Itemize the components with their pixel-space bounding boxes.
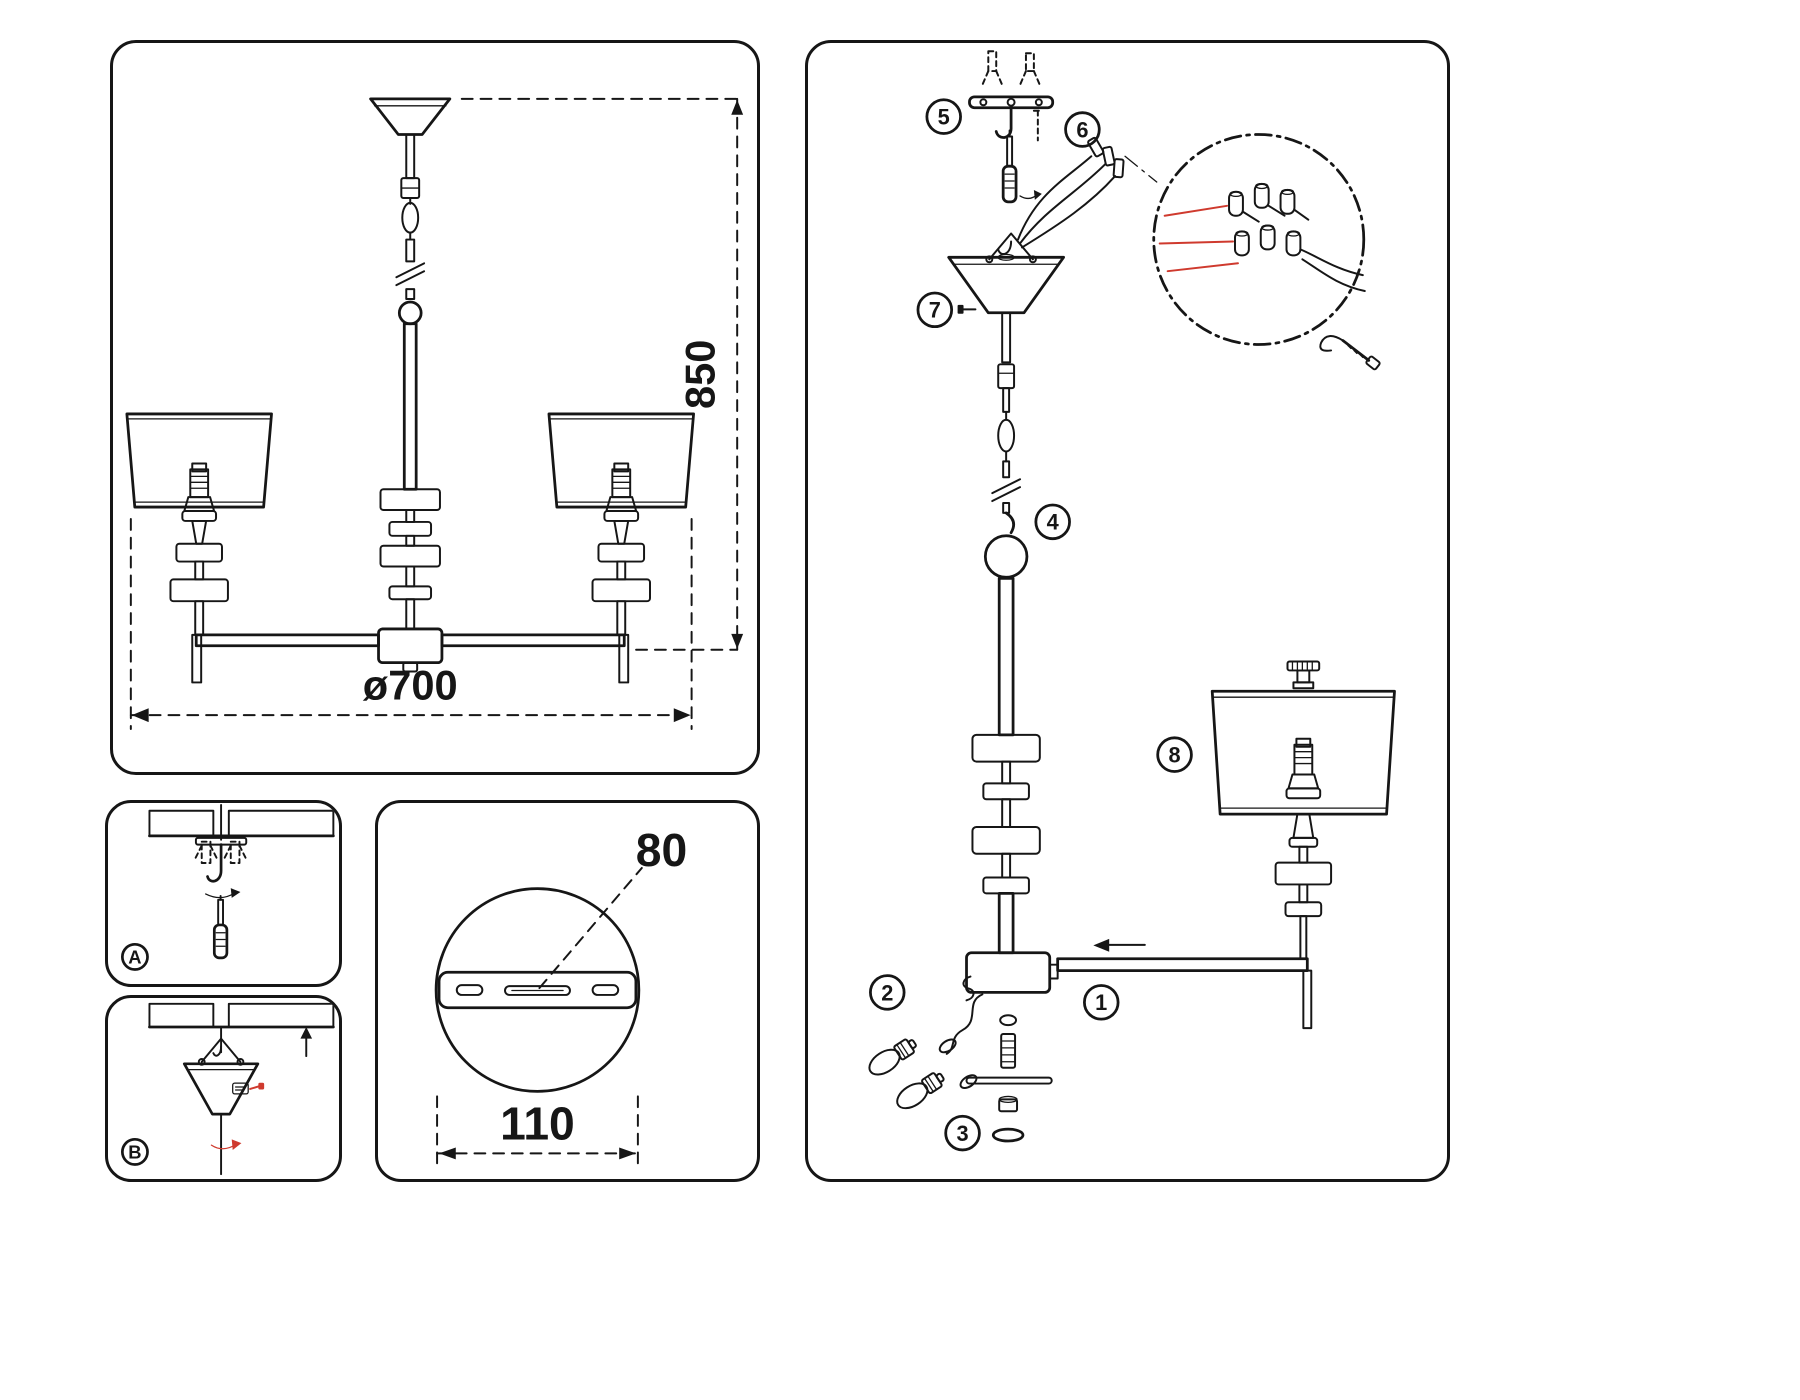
- lamp-shade: [1210, 689, 1396, 816]
- step-6-label: 6: [1076, 117, 1088, 142]
- column-drawing: [971, 576, 1041, 955]
- break-symbol: [991, 478, 1021, 503]
- cable-tie-icon: [1319, 335, 1381, 371]
- bulb-icon: [868, 1038, 917, 1076]
- diameter-dimension-label: ø700: [363, 661, 458, 708]
- step-badge-4: 4: [1034, 503, 1071, 541]
- arm-rod: [1056, 957, 1309, 973]
- canopy-drawing: [182, 1062, 260, 1116]
- junction-box: [965, 951, 1052, 994]
- step-badge-2: 2: [869, 974, 906, 1011]
- step-b-badge: B: [120, 1137, 149, 1166]
- ceiling-hardware-drawing: [968, 50, 1055, 204]
- lamp-left: [125, 412, 273, 636]
- hanging-ring: [983, 534, 1029, 579]
- wire-pointer-lines: [1158, 204, 1239, 273]
- chandelier-drawing: [125, 97, 695, 684]
- arm-left: [194, 633, 380, 648]
- step-3-label: 3: [956, 1121, 968, 1146]
- assembly-panel: 5 6 7 4 8 1 2 3: [805, 40, 1450, 1182]
- step-a-label: A: [128, 947, 141, 968]
- step-badge-3: 3: [944, 1114, 981, 1152]
- insert-arrow-icon: [1093, 938, 1146, 952]
- s-hook-icon: [962, 975, 975, 1002]
- screwdriver-icon: [212, 894, 229, 960]
- step-2-label: 2: [881, 980, 893, 1005]
- step-a-drawing: A: [120, 803, 335, 971]
- detail-circle: [434, 887, 641, 1093]
- canopy-drawing: [369, 97, 452, 136]
- terminal-block-drawing: [1228, 182, 1366, 292]
- slot-dimension-label: 80: [636, 824, 687, 876]
- screwdriver-icon: [1001, 129, 1018, 204]
- step-b-panel: B: [105, 995, 342, 1182]
- ceiling-drawing: [148, 1002, 335, 1029]
- assembly-drawing: 5 6 7 4 8 1 2 3: [868, 50, 1396, 1152]
- step-badge-8: 8: [1156, 736, 1193, 773]
- plate-dimension-drawing: 80 110: [434, 824, 687, 1165]
- break-symbol: [395, 262, 426, 287]
- canopy-screw-icon: [957, 304, 977, 314]
- step-4-label: 4: [1047, 510, 1059, 535]
- step-b-label: B: [128, 1142, 141, 1163]
- step-badge-5: 5: [925, 98, 962, 135]
- hook-icon: [994, 106, 1013, 139]
- junction-arm-drawing: [965, 938, 1313, 1030]
- overview-panel: 850 ø700: [110, 40, 760, 775]
- plate-dimension-panel: 80 110: [375, 800, 760, 1182]
- step-5-label: 5: [938, 105, 950, 130]
- wires-drawing: [1017, 136, 1158, 249]
- rotate-arrow-icon: [204, 888, 241, 899]
- height-dimension-label: 850: [676, 340, 723, 409]
- step-b-drawing: B: [120, 1002, 335, 1176]
- arm-right: [440, 633, 626, 648]
- overview-drawing: 850 ø700: [125, 97, 744, 730]
- anchor-hook-drawing: [193, 803, 249, 883]
- step-badge-1: 1: [1083, 984, 1120, 1021]
- chain-link: [401, 201, 420, 234]
- stem-drawing: [983, 311, 1029, 579]
- step-7-label: 7: [929, 298, 941, 323]
- canopy-drawing: [947, 253, 1065, 315]
- step-a-badge: A: [120, 942, 149, 971]
- wire-squiggle: [945, 993, 984, 1055]
- socket-parts-drawing: [965, 1014, 1053, 1143]
- up-arrow-icon: [300, 1027, 313, 1058]
- plate-dimension-label: 110: [500, 1098, 575, 1150]
- mounting-plate-drawing: [437, 970, 638, 1010]
- junction-box: [377, 627, 444, 665]
- height-dimension: 850: [460, 97, 744, 651]
- finial-drawing: [1286, 660, 1321, 690]
- step-1-label: 1: [1095, 990, 1107, 1015]
- step-badge-7: 7: [916, 291, 954, 329]
- bulbs-drawing: [868, 975, 984, 1110]
- rotate-arrow-red-icon: [210, 1139, 242, 1150]
- diameter-dimension: ø700: [129, 517, 693, 730]
- lamp-right: [547, 412, 695, 636]
- hook-icon: [206, 843, 223, 883]
- step-badge-6: 6: [1064, 111, 1101, 148]
- hanging-ring: [397, 300, 423, 326]
- plate-dimension: 110: [436, 1095, 639, 1165]
- ceiling-drawing: [148, 809, 335, 838]
- step-8-label: 8: [1168, 743, 1180, 768]
- lamp-drawing: [1210, 660, 1396, 960]
- rotate-arrow-icon: [1019, 189, 1042, 200]
- bulb-icon: [896, 1072, 945, 1110]
- wiring-detail-circle: [1152, 133, 1381, 371]
- slot-dimension: 80: [538, 824, 687, 990]
- screw-red-icon: [249, 1082, 265, 1090]
- step-a-panel: A: [105, 800, 342, 987]
